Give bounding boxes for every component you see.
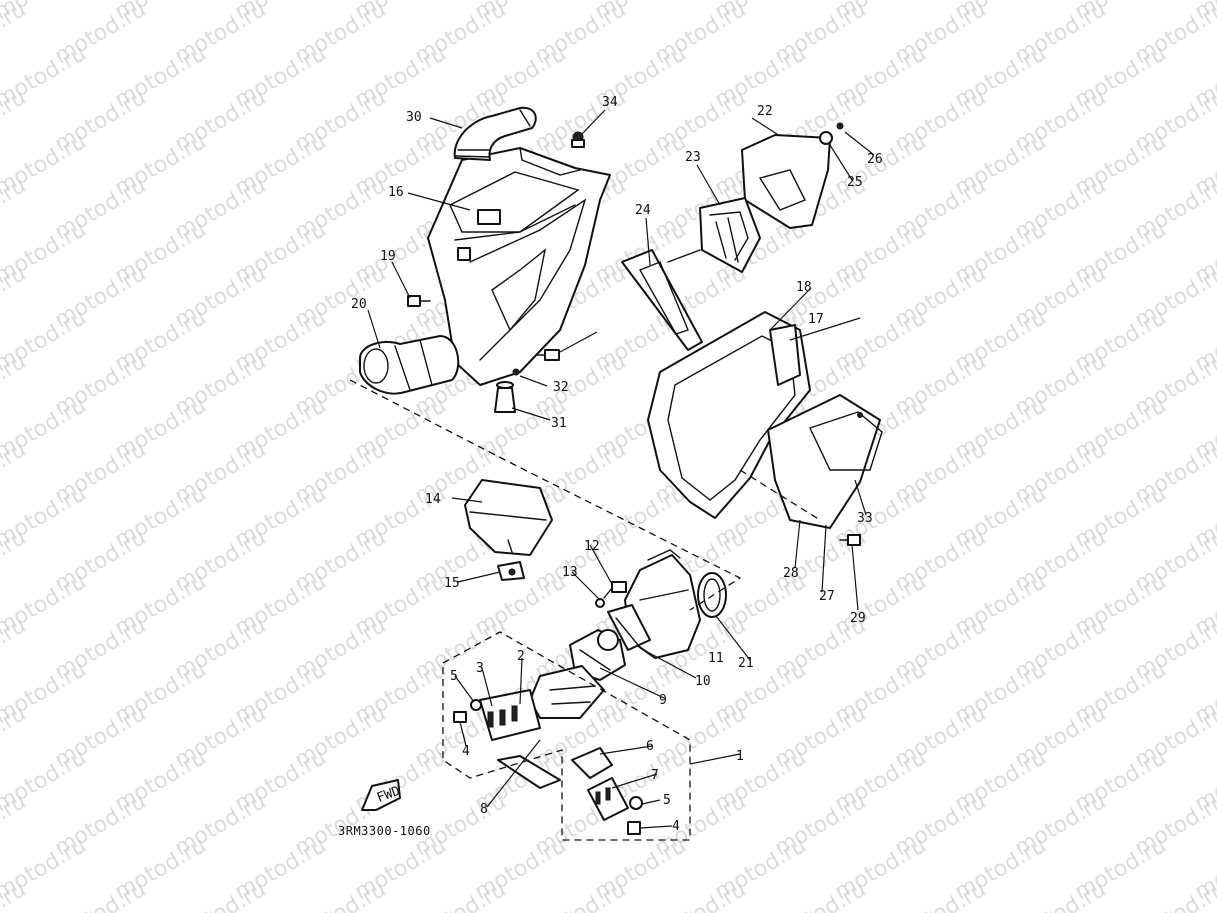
screw-4a bbox=[453, 711, 467, 723]
screw-4b bbox=[627, 821, 641, 835]
callout-34: 34 bbox=[602, 95, 618, 110]
callout-26: 26 bbox=[867, 152, 883, 167]
leader-lines bbox=[367, 109, 875, 829]
callout-18: 18 bbox=[796, 280, 812, 295]
watermark-text: motod.ru bbox=[1011, 877, 1111, 913]
joint-19 bbox=[359, 335, 460, 395]
drain-30-31 bbox=[494, 368, 520, 413]
watermark-text: motod.ru bbox=[291, 877, 391, 913]
watermark-text: motod.ru bbox=[411, 877, 511, 913]
callout-6: 6 bbox=[646, 739, 654, 754]
callout-12: 12 bbox=[584, 539, 600, 554]
callout-9: 9 bbox=[659, 693, 667, 708]
bolt-18 bbox=[407, 295, 431, 307]
seal-16 bbox=[769, 324, 801, 386]
callout-31: 31 bbox=[551, 416, 567, 431]
callout-15: 15 bbox=[444, 576, 460, 591]
callout-1: 1 bbox=[736, 749, 744, 764]
bolt-33 bbox=[571, 131, 585, 148]
hose-29 bbox=[453, 106, 537, 161]
air-box-15 bbox=[427, 147, 611, 386]
callout-27: 27 bbox=[819, 589, 835, 604]
clamp-14 bbox=[497, 561, 525, 581]
washer-5a bbox=[470, 699, 482, 711]
washer-12 bbox=[595, 598, 605, 608]
callout-32: 32 bbox=[553, 380, 569, 395]
callout-14: 14 bbox=[425, 492, 441, 507]
element-21 bbox=[741, 134, 831, 229]
callout-10: 10 bbox=[695, 674, 711, 689]
washer-5b bbox=[629, 796, 643, 810]
callout-5: 5 bbox=[450, 669, 458, 684]
callout-11: 11 bbox=[708, 651, 724, 666]
callout-7: 7 bbox=[651, 768, 659, 783]
callout-5: 5 bbox=[663, 793, 671, 808]
watermark-text: motod.ru bbox=[771, 877, 871, 913]
washer-24-25 bbox=[819, 122, 844, 145]
callout-17: 17 bbox=[808, 312, 824, 327]
guide-22 bbox=[699, 197, 761, 273]
plate-32 bbox=[767, 394, 883, 529]
callout-30: 30 bbox=[406, 110, 422, 125]
gasket-8 bbox=[497, 755, 561, 789]
diagram-code: 3RM3300-1060 bbox=[338, 824, 431, 838]
fwd-badge bbox=[361, 779, 401, 811]
callout-8: 8 bbox=[480, 802, 488, 817]
callout-24: 24 bbox=[635, 203, 651, 218]
callouts-layer: 1234455678910111213141516171819202122232… bbox=[351, 95, 883, 834]
watermark-text: motod.ru bbox=[891, 877, 991, 913]
joint-10 bbox=[607, 604, 651, 651]
callout-16: 16 bbox=[388, 185, 404, 200]
clamp-20 bbox=[697, 572, 727, 618]
callout-13: 13 bbox=[562, 565, 578, 580]
callout-21: 21 bbox=[738, 656, 754, 671]
cage-23 bbox=[621, 249, 703, 351]
callout-2: 2 bbox=[517, 649, 525, 664]
callout-23: 23 bbox=[685, 150, 701, 165]
reed-7 bbox=[587, 777, 629, 821]
callout-4: 4 bbox=[462, 744, 470, 759]
callout-25: 25 bbox=[847, 175, 863, 190]
callout-20: 20 bbox=[351, 297, 367, 312]
watermark-text: motod.ru bbox=[51, 877, 151, 913]
cover-13 bbox=[464, 479, 553, 556]
watermark-text: motod.ru bbox=[651, 877, 751, 913]
watermark-text: motod.ru bbox=[531, 877, 631, 913]
callout-28: 28 bbox=[783, 566, 799, 581]
callout-29: 29 bbox=[850, 611, 866, 626]
bolt-28 bbox=[839, 534, 861, 546]
watermark-text: motod.ru bbox=[171, 877, 271, 913]
callout-4: 4 bbox=[672, 819, 680, 834]
callout-19: 19 bbox=[380, 249, 396, 264]
callout-3: 3 bbox=[476, 661, 484, 676]
callout-22: 22 bbox=[757, 104, 773, 119]
reed-3 bbox=[479, 689, 541, 741]
assembly-outlines bbox=[349, 379, 821, 841]
bolt-34 bbox=[536, 349, 560, 361]
screw-11 bbox=[603, 581, 627, 599]
callout-33: 33 bbox=[857, 511, 873, 526]
stopper-6 bbox=[571, 747, 613, 779]
